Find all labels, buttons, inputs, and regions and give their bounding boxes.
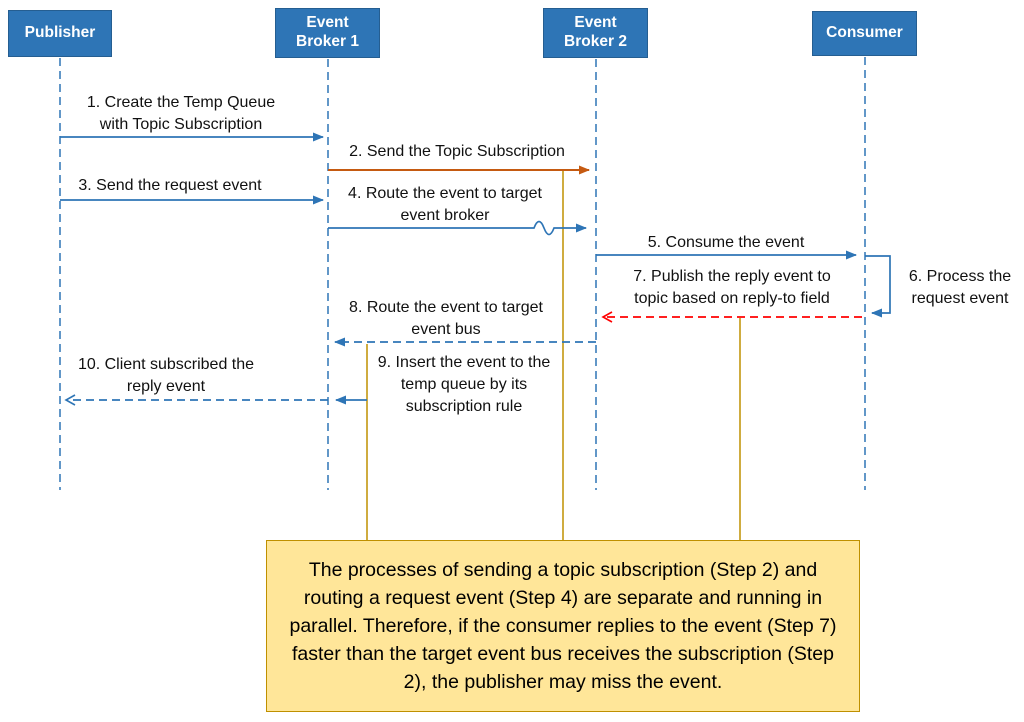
message-label-7: 7. Publish the reply event to topic base… xyxy=(633,268,831,307)
actor-publisher: Publisher xyxy=(8,10,112,57)
message-label-9: 9. Insert the event to the temp queue by… xyxy=(377,354,551,415)
message-label-2: 2. Send the Topic Subscription xyxy=(349,143,565,160)
message-label-1: 1. Create the Temp Queue with Topic Subs… xyxy=(86,94,276,133)
actor-consumer: Consumer xyxy=(812,11,917,56)
message-arrow-6-self-loop xyxy=(865,255,891,318)
message-label-3: 3. Send the request event xyxy=(78,177,262,194)
actor-event-broker-1: Event Broker 1 xyxy=(275,8,380,58)
message-label-8: 8. Route the event to target event bus xyxy=(349,299,543,338)
message-label-10: 10. Client subscribed the reply event xyxy=(77,356,255,395)
note-box: The processes of sending a topic subscri… xyxy=(266,540,860,712)
message-label-6: 6. Process the request event xyxy=(908,268,1012,307)
note-text: The processes of sending a topic subscri… xyxy=(289,559,837,693)
message-label-5: 5. Consume the event xyxy=(647,234,805,251)
actor-event-broker-2: Event Broker 2 xyxy=(543,8,648,58)
message-arrow-4 xyxy=(328,220,587,236)
message-label-4: 4. Route the event to target event broke… xyxy=(348,185,542,224)
